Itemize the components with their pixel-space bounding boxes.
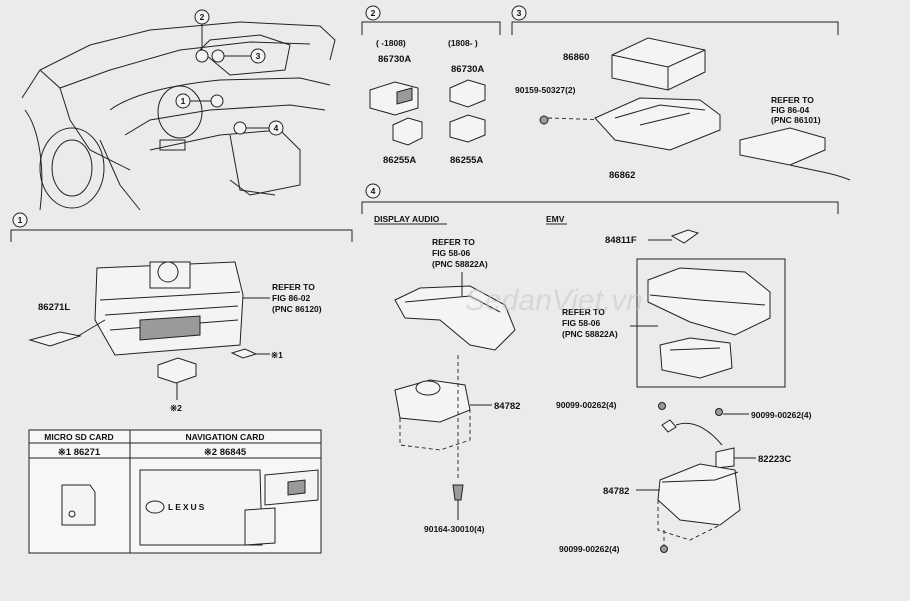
section-2-marker: 2 [371, 8, 376, 18]
sec3-ref-line3: (PNC 86101) [771, 115, 821, 125]
sec1-ref-line1: REFER TO [272, 282, 315, 292]
sec4-refB-line2: FIG 58-06 [562, 318, 601, 328]
sec3-ref-line1: REFER TO [771, 95, 814, 105]
lexus-logo: LEXUS [168, 502, 206, 512]
card-header-navigation: NAVIGATION CARD [185, 432, 264, 442]
bolt-90159-50327: 90159-50327(2) [515, 85, 576, 95]
part-86255a-right: 86255A [450, 155, 483, 166]
callout-2: 2 [200, 12, 205, 22]
callout-1: 1 [181, 96, 186, 106]
part-84782-right: 84782 [603, 486, 629, 497]
interior-overview [21, 21, 336, 211]
bolt-90164-30010: 90164-30010(4) [424, 524, 485, 534]
microsd-card-icon [61, 484, 96, 526]
sec1-ref-line2: FIG 86-02 [272, 293, 311, 303]
emv-heading: EMV [546, 214, 565, 224]
bolt-90099-00262-b: 90099-00262(4) [751, 410, 812, 420]
section-4: 4 DISPLAY AUDIO EMV REFER TO FIG 58-06 (… [361, 183, 839, 554]
card-header-microsd: MICRO SD CARD [44, 432, 113, 442]
date-range-late: (1808- ) [448, 38, 478, 48]
part-86862: 86862 [609, 170, 635, 181]
part-84782-left: 84782 [494, 401, 520, 412]
sec3-ref-line2: FIG 86-04 [771, 105, 810, 115]
section-4-marker: 4 [371, 186, 376, 196]
card-table: MICRO SD CARD NAVIGATION CARD ※1 86271 ※… [28, 429, 322, 554]
part-86730a-left: 86730A [378, 54, 411, 65]
section-2: 2 ( -1808) (1808- ) 86730A 86730A 86255A… [361, 5, 501, 166]
sec4-refB-line1: REFER TO [562, 307, 605, 317]
callout-3: 3 [256, 51, 261, 61]
section-1: 1 86271L REFER TO FIG 86-02 (PNC 86120) … [10, 212, 353, 413]
part-82223c: 82223C [758, 454, 791, 465]
section-1-marker: 1 [18, 215, 23, 225]
sec4-refB-line3: (PNC 58822A) [562, 329, 618, 339]
part-86860: 86860 [563, 52, 589, 63]
card-part-86845: ※2 86845 [204, 447, 247, 458]
note-2-marker: ※2 [170, 403, 182, 413]
part-86730a-right: 86730A [451, 64, 484, 75]
part-86271l: 86271L [38, 302, 70, 313]
sec4-refA-line1: REFER TO [432, 237, 475, 247]
callout-marker: 2 3 1 4 [175, 9, 284, 136]
navigation-card-icon [139, 469, 263, 546]
callout-4: 4 [274, 123, 279, 133]
card-part-86271: ※1 86271 [58, 447, 101, 458]
display-audio-heading: DISPLAY AUDIO [374, 214, 440, 224]
bolt-90099-00262-a: 90099-00262(4) [556, 400, 617, 410]
sec4-refA-line3: (PNC 58822A) [432, 259, 488, 269]
sec1-ref-line3: (PNC 86120) [272, 304, 322, 314]
sec4-refA-line2: FIG 58-06 [432, 248, 471, 258]
watermark: SedanViet.vn [465, 284, 643, 317]
part-86255a-left: 86255A [383, 155, 416, 166]
bolt-90099-00262-c: 90099-00262(4) [559, 544, 620, 554]
section-3-marker: 3 [517, 8, 522, 18]
date-range-early: ( -1808) [376, 38, 406, 48]
part-84811f: 84811F [605, 235, 637, 246]
section-3: 3 86860 90159-50327(2) 86862 REFER TO FI… [511, 5, 851, 181]
note-1-marker: ※1 [271, 350, 283, 360]
